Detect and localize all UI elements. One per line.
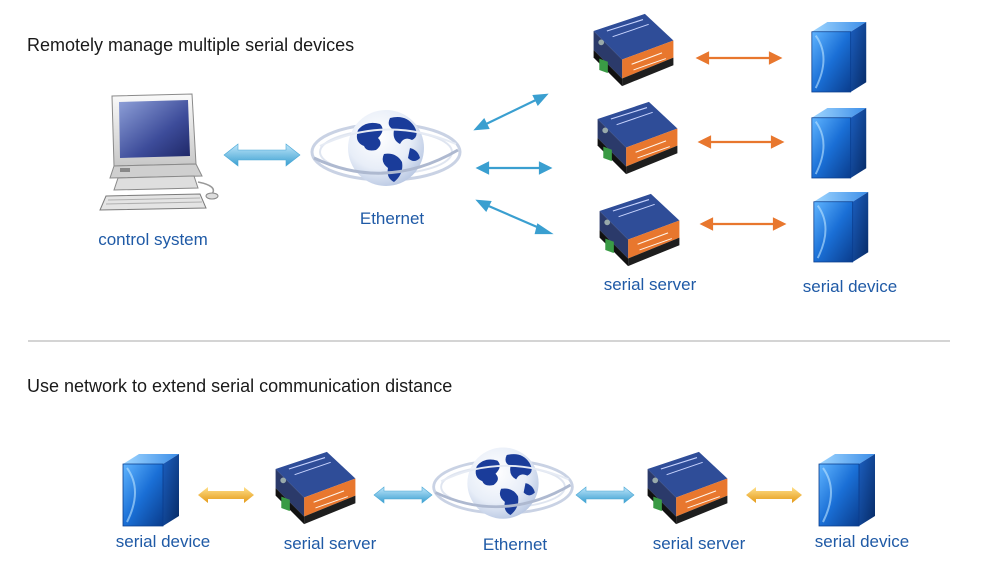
serial-arrowhead [695, 51, 710, 65]
serial-arrowhead [697, 135, 712, 149]
link-arrowhead [475, 199, 492, 212]
serial-server-icon [275, 451, 356, 525]
serial-arrowhead [770, 135, 785, 149]
double-arrow-icon [198, 487, 254, 503]
link-arrow-3 [483, 202, 545, 232]
link-arrow-1 [481, 97, 541, 127]
double-arrow-icon [575, 486, 635, 504]
serial-device-left-label: serial device [115, 532, 211, 551]
control-system-label: control system [98, 230, 208, 249]
double-arrow-icon [223, 143, 301, 167]
serial-arrowhead [699, 217, 714, 231]
serial-server-icon [647, 451, 728, 525]
cube-icon [122, 453, 180, 527]
serial-server-right-label: serial server [652, 534, 746, 553]
computer-icon [99, 93, 219, 211]
serial-arrowhead [768, 51, 783, 65]
globe-icon [432, 446, 574, 521]
serial-server-icon [593, 13, 674, 87]
ethernet-links [473, 93, 554, 235]
serial-links [695, 51, 787, 231]
globe-icon [310, 108, 462, 188]
serial-server-left-label: serial server [283, 534, 377, 553]
link-arrowhead [473, 118, 490, 131]
link-arrowhead [538, 161, 553, 175]
link-arrowhead [532, 93, 549, 106]
double-arrow-icon [746, 487, 802, 503]
cube-icon [810, 21, 868, 93]
section-heading-bottom: Use network to extend serial communicati… [27, 376, 453, 396]
serial-arrowhead [772, 217, 787, 231]
ethernet-label: Ethernet [359, 209, 425, 228]
cube-icon [818, 453, 876, 527]
section-divider [28, 340, 950, 342]
serial-server-label: serial server [603, 275, 697, 294]
link-arrowhead [534, 223, 554, 235]
ethernet-bottom-label: Ethernet [482, 535, 548, 554]
section-heading-top: Remotely manage multiple serial devices [27, 35, 355, 55]
serial-device-label: serial device [802, 277, 898, 296]
cube-icon [812, 191, 870, 263]
cube-icon [810, 107, 868, 179]
link-arrowhead [475, 161, 490, 175]
serial-device-right-label: serial device [814, 532, 910, 551]
serial-server-icon [599, 193, 680, 267]
serial-server-icon [597, 101, 678, 175]
double-arrow-icon [373, 486, 433, 504]
